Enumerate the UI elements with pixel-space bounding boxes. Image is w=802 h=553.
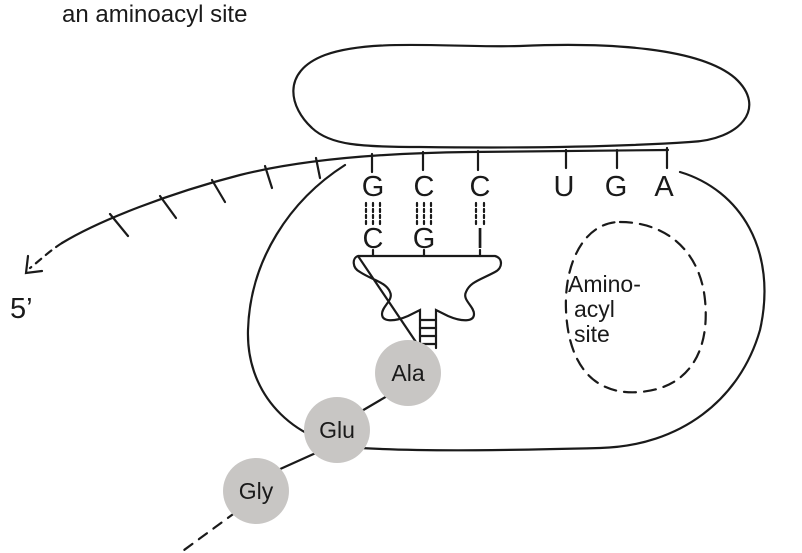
- mrna-arrowhead: [26, 256, 42, 273]
- tick: [212, 180, 225, 202]
- residue-glu: Glu: [304, 397, 370, 463]
- tick: [110, 214, 128, 236]
- mrna-base-2: C: [414, 171, 435, 203]
- five-prime-label: 5’: [10, 293, 33, 325]
- mrna-base-3: C: [470, 171, 491, 203]
- aminoacyl-site-label-line3: site: [574, 321, 610, 347]
- mrna-next-base-1: U: [554, 171, 575, 203]
- trna-body: [354, 256, 501, 348]
- mrna-next-base-3: A: [654, 171, 674, 203]
- mrna-next-base-2: G: [605, 171, 628, 203]
- acceptor-stem-rungs: [420, 320, 436, 344]
- tick: [160, 196, 176, 218]
- residue-ala: Ala: [375, 340, 441, 406]
- residue-gly: Gly: [223, 458, 289, 524]
- large-subunit: [293, 45, 749, 148]
- residue-label: Gly: [239, 478, 274, 504]
- peptide-bond: [278, 452, 318, 470]
- aminoacyl-site-label-line2: acyl: [574, 296, 615, 322]
- aminoacyl-site-label-line1: Amino-: [568, 271, 641, 297]
- peptide-chain-continuation: [180, 512, 236, 553]
- residue-label: Glu: [319, 417, 355, 443]
- mrna-ticks: [110, 148, 667, 236]
- caption-text: an aminoacyl site: [62, 1, 247, 28]
- mrna-dashed-end: [30, 243, 62, 268]
- mrna-base-1: G: [362, 171, 385, 203]
- residue-label: Ala: [391, 360, 424, 386]
